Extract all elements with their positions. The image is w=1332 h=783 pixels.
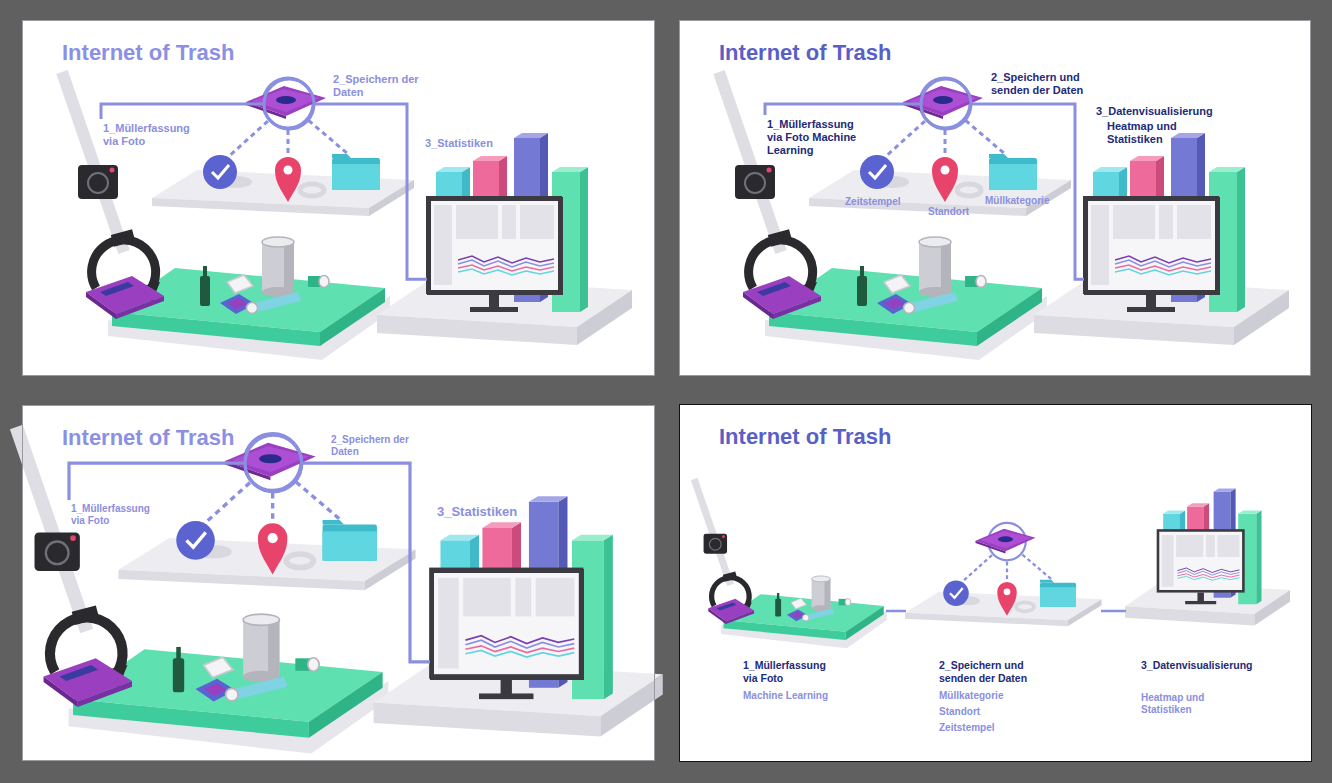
icon-label: Zeitstempel [845,196,901,208]
data-shelf-scene [118,434,415,590]
step-heading: 3_Datenvisualisierung [1096,105,1236,118]
trash-scene [694,479,887,648]
step-detail: Müllkategorie [939,690,1069,702]
step-heading: 1_Müllerfassung via Foto [71,503,166,527]
step-label-box: 1_Müllerfassung via Foto Machine Learnin… [763,115,871,161]
panel-ground [22,20,655,376]
trash-scene [719,72,1047,360]
monitor-screen: 3_Statistiken [427,197,563,295]
connector [69,463,245,500]
panel-title: Internet of Trash [719,423,1311,451]
scene-b [719,72,1289,360]
step-column: 2_Speichern und senden der DatenMüllkate… [906,479,1101,738]
circle-outline [921,79,971,129]
step-heading: 3_Statistiken [437,504,557,520]
trash-scene [16,427,388,754]
scene-a [62,72,632,360]
step-detail: Machine Learning [743,690,873,702]
step-column: 1_Müllerfassung via FotoMachine Learning [726,479,886,706]
step-heading: 1_Müllerfassung via Foto [743,659,838,684]
step-detail: Heatmap und Statistiken [1107,120,1187,146]
connector [1101,610,1126,613]
connector [302,463,430,662]
icon-label: Müllkategorie [985,195,1049,207]
data-circle: 2_Speichern und senden der Daten [921,79,971,129]
data-shelf-scene [809,78,1071,216]
label-anchor: Zeitstempel [845,196,901,208]
step-heading: 1_Müllerfassung via Foto [103,122,203,148]
panel-title: Internet of Trash [62,39,654,67]
panel: Internet of Trash1_Müllerfassung via Fot… [22,405,655,761]
screen-frame [427,197,563,295]
data-shelf-scene [905,523,1102,627]
scene-d [694,479,1290,648]
step-label-box: 1_Müllerfassung via Foto [67,500,170,530]
circle-outline [245,435,302,492]
icon-label: Standort [928,206,969,218]
connector [765,104,921,115]
data-shelf-scene [152,78,414,216]
screen-frame [1084,197,1220,295]
monitor-screen: 3_DatenvisualisierungHeatmap und Statist… [1084,197,1220,295]
circle-outline-layer [264,79,314,129]
panel: Internet of Trash 1_Müllerfassung via Fot… [679,404,1312,762]
panel-title: Internet of Trash [719,39,1310,67]
step-heading: 2_Speichern der Daten [331,434,431,458]
step-label-box: 1_Müllerfassung via Foto [99,119,207,151]
statistics-scene [1125,488,1290,625]
step-detail: Zeitstempel [939,722,1069,734]
statistics-scene [1034,133,1289,345]
step-heading: 1_Müllerfassung via Foto Machine Learnin… [767,118,867,158]
circle-outline-layer [921,79,971,129]
panel-ground [679,404,1312,762]
connector [886,610,906,613]
trash-scene [62,72,390,360]
label-anchor: Standort [928,206,969,218]
connector [101,104,264,119]
step-column: 3_DatenvisualisierungHeatmap und Statist… [1126,479,1291,720]
label-anchor: Müllkategorie [985,195,1049,207]
step-heading: 2_Speichern und senden der Daten [991,71,1096,97]
circle-outline-layer [245,435,302,492]
step-detail: Heatmap und Statistiken [1141,692,1221,716]
step-heading: 3_Datenvisualisierung [1141,659,1281,672]
statistics-scene [377,133,632,345]
data-circle: 2_Speichern der Daten [264,79,314,129]
statistics-scene [374,496,663,736]
connector [314,104,427,279]
panel: Internet of Trash 1_Müllerfassung via Fot… [22,20,655,376]
step-heading: 2_Speichern und senden der Daten [939,659,1049,684]
screen-frame [430,569,584,680]
monitor-screen: 3_Statistiken [430,569,584,680]
data-circle: 2_Speichern der Daten [245,435,302,492]
circle-outline [264,79,314,129]
step-heading: 3_Statistiken [425,137,535,150]
step-detail: Standort [939,706,1069,718]
panel-ground [679,20,1311,376]
scene-c [16,427,662,754]
step-heading: 2_Speichern der Daten [333,73,433,99]
connector [971,104,1084,279]
